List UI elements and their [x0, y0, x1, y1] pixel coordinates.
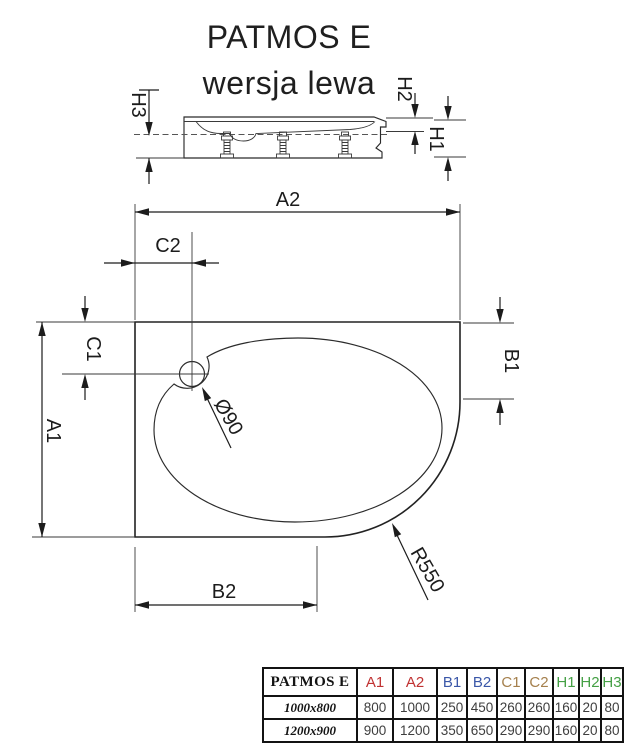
table-row: 1000x800 800 1000 250 450 260 260 160 20… — [262, 695, 624, 720]
table-cell: 800 — [356, 695, 394, 720]
dimension-c2: C2 — [104, 235, 219, 267]
arrowhead — [444, 106, 452, 120]
arrowhead — [202, 387, 212, 402]
table-cell-size: 1200x900 — [262, 718, 358, 743]
extension-line — [32, 321, 135, 538]
page-title: PATMOS E wersja lewa — [0, 14, 578, 106]
arrowhead — [38, 523, 46, 537]
side-view-outline — [183, 116, 387, 159]
label-c2: C2 — [155, 235, 181, 257]
adjustable-foot — [220, 131, 234, 159]
extension-line — [386, 117, 433, 132]
table-cell: 80 — [600, 718, 624, 743]
table-cell: 290 — [524, 718, 554, 743]
arrowhead — [446, 208, 460, 216]
table-cell: 350 — [436, 718, 468, 743]
dimension-c1: C1 — [81, 296, 104, 400]
label-h1: H1 — [425, 126, 447, 152]
arrowhead — [496, 399, 504, 413]
arrowhead — [496, 309, 504, 323]
product-name: PATMOS E — [206, 19, 372, 55]
label-a1: A1 — [42, 419, 64, 443]
dimension-h3: H3 — [127, 89, 184, 184]
arrowhead — [145, 158, 153, 172]
extension-line — [434, 119, 466, 158]
dimension-a2: A2 — [134, 189, 461, 320]
table-header-model: PATMOS E — [262, 667, 358, 697]
arrowhead — [411, 104, 419, 118]
table-header-h2: H2 — [578, 667, 602, 697]
table-cell: 1200 — [392, 718, 438, 743]
label-h3: H3 — [127, 92, 149, 118]
leader-corner-radius: R550 — [392, 523, 449, 601]
label-drain-diameter: Ø90 — [209, 395, 247, 439]
arrowhead — [81, 308, 89, 322]
side-view-basin-profile — [195, 121, 376, 142]
table-cell: 650 — [466, 718, 498, 743]
label-b1: B1 — [500, 349, 522, 373]
table-cell: 160 — [552, 718, 580, 743]
leader-drain-diameter: Ø90 — [202, 387, 247, 449]
dimension-b1: B1 — [463, 297, 522, 425]
arrowhead — [38, 322, 46, 336]
dimension-h2: H2 — [386, 76, 433, 154]
leader-line — [206, 397, 232, 449]
table-header-row: PATMOS E A1 A2 B1 B2 C1 C2 H1 H2 H3 — [262, 667, 624, 697]
arrowhead — [411, 131, 419, 145]
table-cell: 250 — [436, 695, 468, 720]
table-cell: 450 — [466, 695, 498, 720]
dimensions-table: PATMOS E A1 A2 B1 B2 C1 C2 H1 H2 H3 1000… — [262, 667, 624, 743]
table-cell: 1000 — [392, 695, 438, 720]
arrowhead — [135, 208, 149, 216]
adjustable-foot — [338, 131, 352, 159]
table-header-h1: H1 — [552, 667, 580, 697]
label-b2: B2 — [212, 581, 236, 603]
arrowhead — [135, 601, 149, 609]
arrowhead — [192, 259, 206, 267]
table-header-c2: C2 — [524, 667, 554, 697]
version-label: wersja lewa — [202, 65, 376, 101]
table-cell: 80 — [600, 695, 624, 720]
arrowhead — [81, 374, 89, 388]
dimension-h1: H1 — [425, 96, 466, 181]
extension-line — [134, 204, 461, 320]
leader-line — [396, 534, 429, 601]
basin-outline — [153, 337, 443, 523]
table-cell-size: 1000x800 — [262, 695, 358, 720]
top-view — [62, 232, 461, 538]
table-cell: 20 — [578, 718, 602, 743]
table-row: 1200x900 900 1200 350 650 290 290 160 20… — [262, 718, 624, 743]
side-view — [134, 116, 388, 159]
table-header-c1: C1 — [496, 667, 526, 697]
arrowhead — [392, 523, 402, 538]
dimension-a1: A1 — [32, 321, 135, 538]
label-h2: H2 — [393, 76, 415, 102]
table-cell: 900 — [356, 718, 394, 743]
label-corner-radius: R550 — [406, 544, 449, 596]
table-header-a2: A2 — [392, 667, 438, 697]
arrowhead — [121, 259, 135, 267]
table-cell: 260 — [496, 695, 526, 720]
arrowhead — [145, 122, 153, 136]
label-a2: A2 — [276, 189, 300, 211]
table-header-b2: B2 — [466, 667, 498, 697]
table-cell: 260 — [524, 695, 554, 720]
table-header-h3: H3 — [600, 667, 624, 697]
extension-line — [463, 322, 514, 400]
table-header-a1: A1 — [356, 667, 394, 697]
extension-line — [134, 546, 318, 612]
table-cell: 290 — [496, 718, 526, 743]
dimension-b2: B2 — [134, 546, 318, 612]
tray-outline — [134, 321, 461, 538]
table-cell: 160 — [552, 695, 580, 720]
arrowhead — [303, 601, 317, 609]
label-c1: C1 — [82, 336, 104, 362]
arrowhead — [444, 157, 452, 171]
adjustable-foot — [276, 131, 290, 159]
table-cell: 20 — [578, 695, 602, 720]
table-header-b1: B1 — [436, 667, 468, 697]
